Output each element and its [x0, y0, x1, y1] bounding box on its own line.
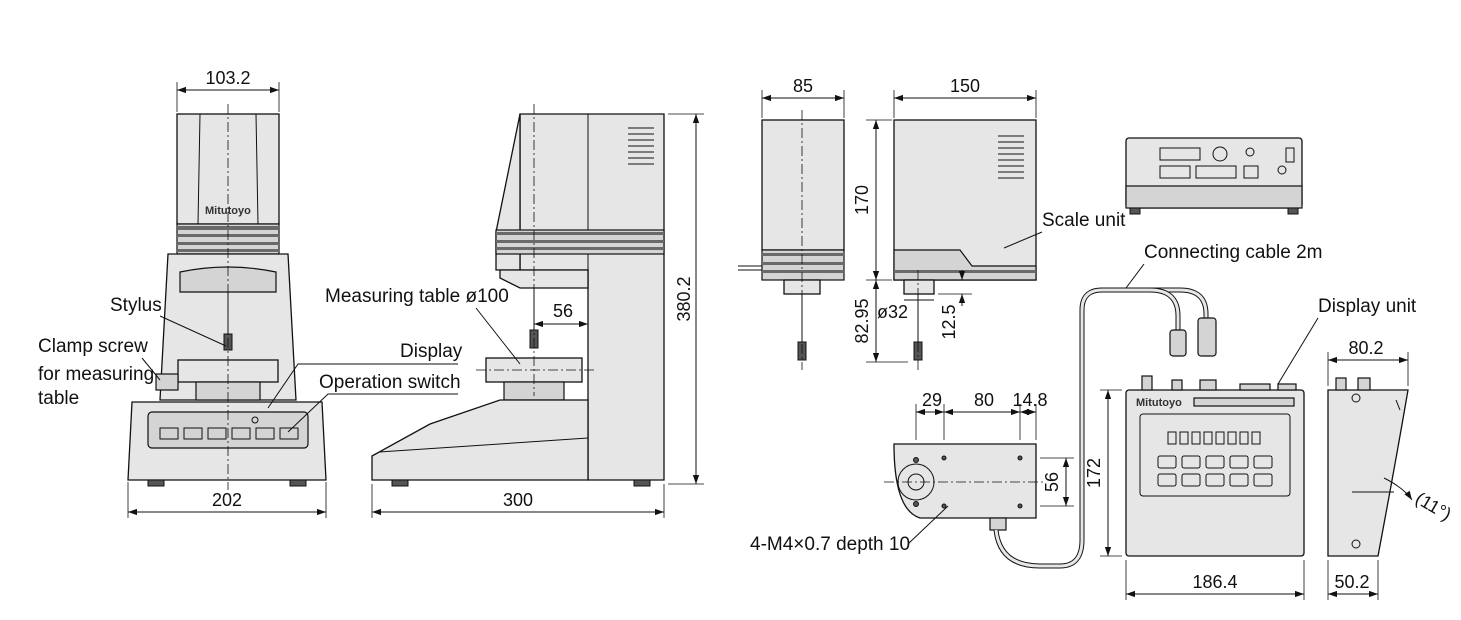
dim-stylus-offset: 56: [553, 301, 573, 321]
dim-front-width-top: 103.2: [205, 68, 250, 88]
front-view: Mitutoyo: [38, 68, 463, 518]
dim-side-height: 380.2: [674, 276, 694, 321]
label-connecting-cable: Connecting cable 2m: [1144, 242, 1323, 263]
dim-side-depth: 300: [503, 490, 533, 510]
stand-base-view: 29 80 14.8 56 4-M4×0.7 depth 10: [750, 390, 1074, 555]
label-clamp-screw-3: table: [38, 388, 79, 409]
label-display: Display: [400, 341, 463, 362]
dim-scale-front-width: 85: [793, 76, 813, 96]
dim-scale-stylus-height: 82.95: [852, 298, 872, 343]
display-keypad: [1157, 455, 1273, 487]
brand-logo-front: Mitutoyo: [205, 205, 251, 217]
label-thread-spec: 4-M4×0.7 depth 10: [750, 534, 910, 555]
dim-scale-height: 170: [852, 185, 872, 215]
dim-base-depth: 56: [1042, 472, 1062, 492]
dim-display-tilt: (11°): [1412, 488, 1455, 524]
dim-display-side-bottom: 50.2: [1334, 572, 1369, 592]
dim-stylus-dia: ø32: [877, 302, 908, 322]
connecting-cable: Connecting cable 2m: [993, 242, 1323, 569]
dim-scale-side-width: 150: [950, 76, 980, 96]
display-digits: [1167, 431, 1261, 445]
front-keypad: [159, 427, 299, 440]
dim-display-side-top: 80.2: [1348, 338, 1383, 358]
brand-logo-display: Mitutoyo: [1136, 397, 1182, 409]
side-vents: [628, 127, 654, 165]
dim-front-width-base: 202: [212, 490, 242, 510]
label-clamp-screw-1: Clamp screw: [38, 336, 148, 357]
display-rear-view: [1125, 137, 1303, 215]
scale-unit-side-view: 150 170 82.95 ø32 12.5 Scale unit: [852, 76, 1126, 370]
label-measuring-table: Measuring table ø100: [325, 286, 509, 307]
scale-vents: [998, 135, 1024, 179]
display-front-view: Mitutoyo 172: [1084, 296, 1417, 600]
label-scale-unit: Scale unit: [1042, 210, 1126, 231]
dim-stylus-step: 12.5: [939, 304, 959, 339]
dim-base-d2: 80: [974, 390, 994, 410]
dim-base-d3: 14.8: [1012, 390, 1047, 410]
label-operation-switch: Operation switch: [319, 372, 461, 393]
label-stylus: Stylus: [110, 295, 162, 316]
dim-display-width: 186.4: [1192, 572, 1237, 592]
side-view: 56 300 380.2 Measuring table ø100: [325, 104, 704, 518]
label-clamp-screw-2: for measuring: [38, 364, 154, 385]
display-side-view: 80.2 50.2 (11°): [1327, 338, 1455, 600]
scale-unit-front-view: 85: [738, 76, 845, 370]
label-display-unit: Display unit: [1318, 296, 1417, 317]
dim-base-d1: 29: [922, 390, 942, 410]
dim-display-height: 172: [1084, 458, 1104, 488]
